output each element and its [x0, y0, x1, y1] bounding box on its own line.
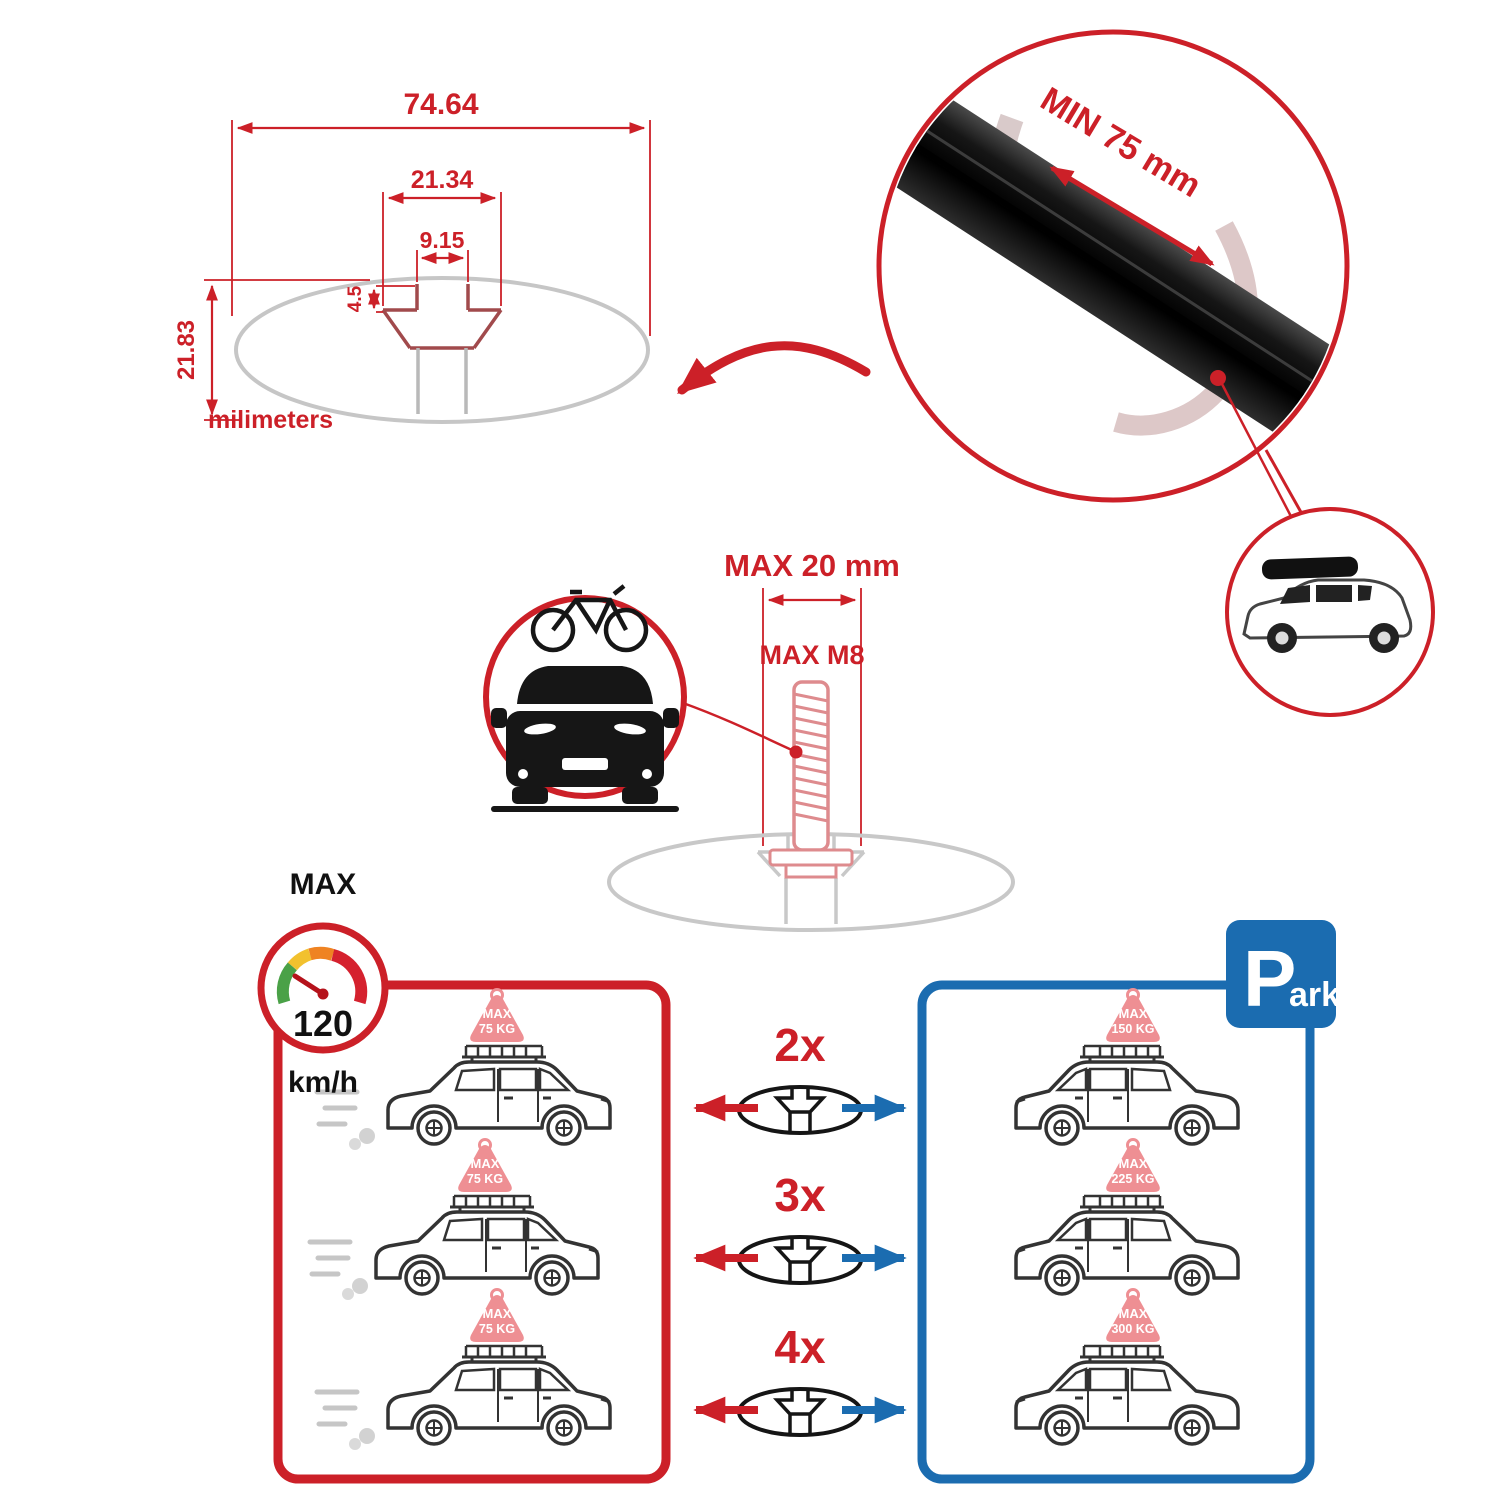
- roof-load-badge: MAX 150 KG: [1104, 988, 1162, 1044]
- badge-max: MAX: [1119, 1156, 1148, 1171]
- dim-total-height: 21.83: [173, 320, 200, 380]
- dim-total-width: 74.64: [403, 88, 478, 121]
- suv-roofbox-circle: [1225, 507, 1435, 717]
- count-label: 4x: [774, 1321, 826, 1373]
- roof-load-badge: MAX 75 KG: [468, 988, 526, 1044]
- badge-max: MAX: [483, 1006, 512, 1021]
- badge-max: MAX: [1119, 1006, 1148, 1021]
- parked-car-row-1: MAX 150 KG: [1014, 988, 1240, 1146]
- suv-window-front: [1280, 585, 1310, 604]
- parked-car-row-3: MAX 300 KG: [1014, 1288, 1240, 1446]
- ext-lines-lip-height: [376, 285, 415, 313]
- ext-lines-slot-width: [416, 250, 469, 282]
- suv-window-rear: [1358, 585, 1372, 601]
- bar-ellipse-outline: [234, 276, 650, 424]
- ext-lines-total-height: [204, 279, 370, 421]
- dim-lip-height: 4.5: [345, 285, 366, 312]
- badge-load: 75 KG: [467, 1172, 503, 1186]
- speed-unit: km/h: [288, 1066, 358, 1099]
- bar-count-row-1: 2x: [693, 1019, 907, 1135]
- badge-load: 75 KG: [479, 1322, 515, 1336]
- speed-value: 120: [293, 1003, 353, 1044]
- units-label: milimeters: [208, 406, 333, 434]
- dim-slot-width: 9.15: [420, 227, 465, 253]
- callout-line-to-suv: [1220, 383, 1298, 527]
- suv-wheel-front-hub: [1275, 631, 1289, 645]
- ext-lines-total-width: [231, 120, 651, 336]
- park-rest: ark: [1289, 976, 1340, 1014]
- count-label: 2x: [774, 1019, 826, 1071]
- roof-load-badge: MAX 300 KG: [1104, 1288, 1162, 1344]
- gauge-arcs: [276, 946, 368, 1005]
- badge-load: 225 KG: [1111, 1172, 1154, 1186]
- bolt-thread-label: MAX M8: [759, 640, 864, 670]
- t-bolt: [768, 680, 854, 879]
- driving-car-row-3: MAX 75 KG: [317, 1288, 612, 1451]
- roof-load-badge: MAX 75 KG: [468, 1288, 526, 1344]
- car-bike-circle: [483, 584, 793, 812]
- clamp-point-dot: [1210, 370, 1226, 386]
- roof-box: [1261, 556, 1359, 580]
- car-front-icon: [491, 666, 679, 812]
- count-label: 3x: [774, 1169, 826, 1221]
- roof-load-badge: MAX 75 KG: [456, 1138, 514, 1194]
- zoom-callout-arrow: [677, 341, 871, 395]
- gauge-needle: [292, 973, 326, 997]
- bar-count-row-3: 4x: [693, 1321, 907, 1437]
- badge-max: MAX: [483, 1306, 512, 1321]
- badge-load: 75 KG: [479, 1022, 515, 1036]
- speed-limit-gauge: MAX 120 km/h: [257, 868, 389, 1099]
- park-sign: P ark: [1226, 920, 1340, 1028]
- profile-stem: [416, 348, 468, 414]
- speedometer-icon: [257, 922, 389, 1054]
- bar-count-row-2: 3x: [693, 1169, 907, 1285]
- bolt-ext-lines: [762, 588, 862, 846]
- t-slot-profile: [381, 284, 503, 350]
- parked-car-row-2: MAX 225 KG: [1014, 1138, 1240, 1296]
- ext-lines-channel-width: [382, 192, 502, 306]
- bar-zoom-circle: MIN 75 mm: [876, 29, 1350, 527]
- suv-window-mid: [1316, 585, 1352, 602]
- badge-load: 300 KG: [1111, 1322, 1154, 1336]
- driving-car-row-2: MAX 75 KG: [310, 1138, 600, 1301]
- park-sign-box: [1226, 920, 1336, 1028]
- bolt-callout-dot: [789, 745, 803, 759]
- driving-car-row-1: MAX 75 KG: [317, 988, 612, 1151]
- roof-load-badge: MAX 225 KG: [1104, 1138, 1162, 1194]
- callout-line-to-bolt: [682, 701, 793, 752]
- badge-load: 150 KG: [1111, 1022, 1154, 1036]
- cross-section-drawing: 74.64 21.34 9.15 4.5 21.83 milimeters: [173, 88, 651, 434]
- badge-max: MAX: [471, 1156, 500, 1171]
- dim-channel-width: 21.34: [411, 166, 474, 194]
- min-span-arrow: [1049, 165, 1215, 267]
- bolt-max-width-label: MAX 20 mm: [724, 548, 900, 583]
- suv-wheel-rear-hub: [1377, 631, 1391, 645]
- bolt-diagram: MAX 20 mm MAX M8: [607, 548, 1015, 932]
- speed-max-label: MAX: [290, 868, 357, 901]
- gauge-pivot: [317, 988, 329, 1000]
- circle-connector: [1264, 449, 1304, 515]
- badge-max: MAX: [1119, 1306, 1148, 1321]
- bike-icon: [530, 584, 649, 653]
- park-letter: P: [1243, 934, 1296, 1023]
